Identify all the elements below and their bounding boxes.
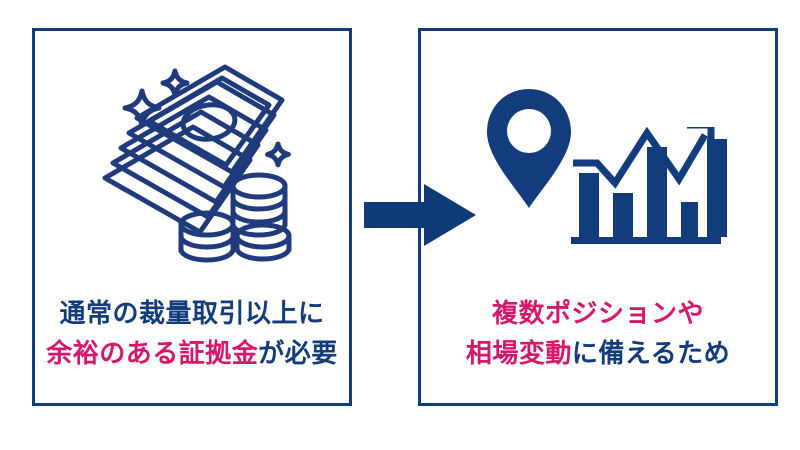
panel-left: 通常の裁量取引以上に 余裕のある証拠金が必要 — [32, 28, 352, 406]
map-pin-hole — [507, 109, 551, 153]
pin-chart-icon-area — [421, 31, 775, 281]
caption-left: 通常の裁量取引以上に 余裕のある証拠金が必要 — [35, 293, 349, 373]
caption-left-line1: 通常の裁量取引以上に — [35, 293, 349, 333]
caption-right-line2: 相場変動に備えるため — [421, 333, 775, 373]
caption-right: 複数ポジションや 相場変動に備えるため — [421, 293, 775, 373]
coin-stack-short-icon — [234, 222, 292, 262]
coin-stack-medium-icon — [178, 210, 236, 263]
bar-chart-baseline — [571, 237, 721, 244]
right-arrow-icon — [364, 184, 476, 246]
caption-right-line2-rest: に備えるため — [571, 338, 731, 368]
bar-chart-bars — [579, 139, 727, 237]
map-pin-icon — [487, 89, 571, 208]
banknote-center-oval — [180, 102, 238, 142]
bar-3 — [647, 147, 667, 237]
caption-right-line1: 複数ポジションや — [421, 293, 775, 333]
panel-right: 複数ポジションや 相場変動に備えるため — [418, 28, 778, 406]
bar-chart-icon — [571, 127, 727, 244]
trend-arrow-head — [687, 127, 715, 149]
caption-right-line1-text: 複数ポジションや — [491, 298, 704, 328]
bar-2 — [613, 193, 633, 237]
sparkle-right-icon — [265, 141, 291, 168]
cash-icon-area — [35, 31, 349, 281]
bar-5 — [707, 139, 727, 237]
bar-4 — [681, 202, 698, 237]
trend-arrow-line — [573, 127, 709, 189]
bar-1 — [579, 173, 599, 237]
caption-left-line2-highlight: 余裕のある証拠金 — [46, 338, 259, 368]
banknote-stack-icon — [102, 64, 285, 235]
caption-left-line2: 余裕のある証拠金が必要 — [35, 333, 349, 373]
stack-of-cash-and-coins-icon — [102, 64, 292, 263]
caption-right-line2-highlight: 相場変動 — [465, 338, 572, 368]
caption-left-line2-rest: が必要 — [258, 338, 338, 368]
right-arrow-shape — [364, 184, 476, 246]
caption-left-line1-text: 通常の裁量取引以上に — [59, 298, 325, 328]
coin-stack-tall-icon — [230, 172, 288, 238]
